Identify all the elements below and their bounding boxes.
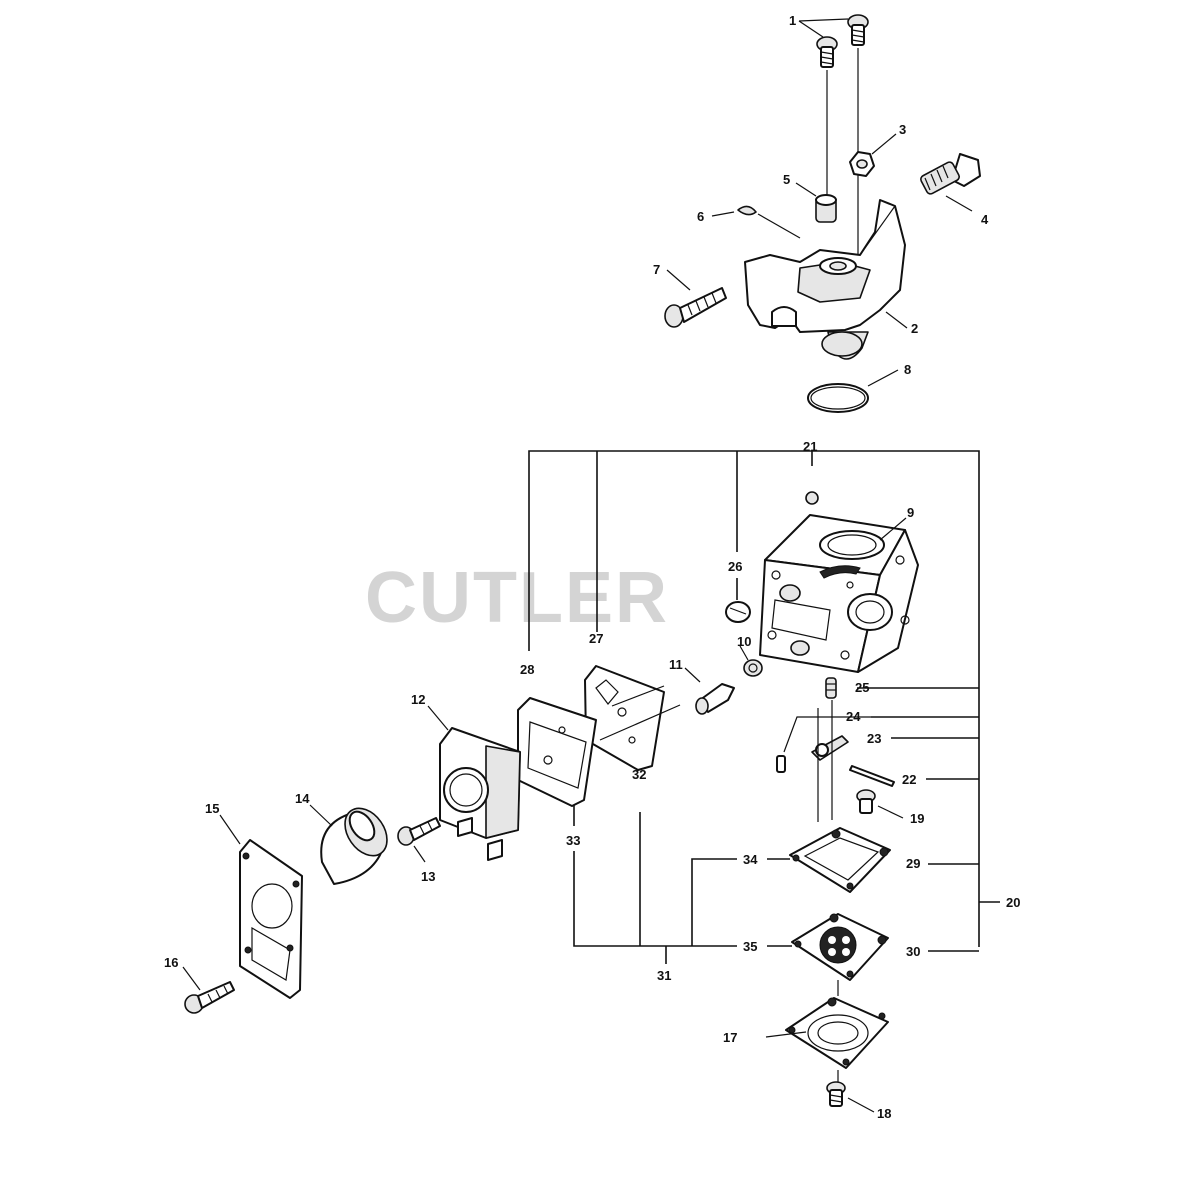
callout-26: 26 — [728, 559, 742, 574]
callout-17: 17 — [723, 1030, 737, 1045]
screws-part-1 — [816, 14, 869, 300]
callout-22: 22 — [902, 772, 916, 787]
callout-10: 10 — [737, 634, 751, 649]
callout-35: 35 — [743, 939, 757, 954]
callout-1: 1 — [789, 13, 796, 28]
knob-part-5 — [815, 194, 837, 223]
callout-29: 29 — [906, 856, 920, 871]
assembly-bracket-lines — [528, 450, 1000, 964]
screw-part-18 — [826, 1081, 846, 1107]
callout-12: 12 — [411, 692, 425, 707]
gasket-part-29 — [789, 827, 891, 893]
diaphragm-part-30 — [791, 913, 889, 981]
callout-9: 9 — [907, 505, 914, 520]
callout-28: 28 — [520, 662, 534, 677]
gasket-part-28 — [517, 697, 597, 807]
gasket-part-27 — [584, 665, 681, 771]
callout-2: 2 — [911, 321, 918, 336]
plug-part-26 — [725, 601, 751, 623]
watermark: CUTLER — [365, 558, 669, 638]
callout-25: 25 — [855, 680, 869, 695]
housing-part-2 — [744, 199, 906, 360]
callout-4: 4 — [981, 212, 989, 227]
fitting-part-11 — [695, 683, 735, 715]
callout-31: 31 — [657, 968, 671, 983]
callout-11: 11 — [669, 657, 683, 672]
pump-housing-part-12 — [439, 727, 521, 861]
oring-part-8 — [807, 383, 869, 413]
callout-19: 19 — [910, 811, 924, 826]
screw-part-7 — [664, 287, 727, 328]
leader-lines — [182, 18, 973, 1113]
cover-part-17 — [785, 980, 889, 1082]
check-ball-part-21 — [805, 491, 819, 505]
callout-8: 8 — [904, 362, 911, 377]
callout-24: 24 — [846, 709, 861, 724]
callout-20: 20 — [1006, 895, 1020, 910]
clip-part-6 — [737, 205, 757, 216]
callout-33: 33 — [566, 833, 580, 848]
adjuster-part-4 — [920, 153, 981, 195]
callout-27: 27 — [589, 631, 603, 646]
primer-bulb-part-14 — [320, 807, 388, 885]
pin-part-24 — [776, 716, 871, 773]
lever-part-23 — [811, 700, 849, 822]
callout-32: 32 — [632, 767, 646, 782]
spring-part-25 — [825, 677, 837, 699]
needle-part-10 — [743, 659, 763, 677]
screw-part-19 — [856, 789, 876, 814]
callout-labels: 1 2 3 4 5 6 7 8 9 10 11 12 13 14 15 16 1… — [164, 13, 1020, 1121]
callout-15: 15 — [205, 801, 219, 816]
callout-6: 6 — [697, 209, 704, 224]
callout-23: 23 — [867, 731, 881, 746]
carburetor-body-part-9 — [759, 514, 919, 673]
callout-30: 30 — [906, 944, 920, 959]
nut-part-3 — [849, 151, 875, 177]
callout-18: 18 — [877, 1106, 891, 1121]
screw-part-16 — [184, 981, 235, 1014]
callout-34: 34 — [743, 852, 758, 867]
callout-16: 16 — [164, 955, 178, 970]
screw-part-13 — [397, 817, 441, 846]
callout-7: 7 — [653, 262, 660, 277]
callout-13: 13 — [421, 869, 435, 884]
callout-21: 21 — [803, 439, 817, 454]
callout-14: 14 — [295, 791, 310, 806]
callout-5: 5 — [783, 172, 790, 187]
callout-3: 3 — [899, 122, 906, 137]
plate-part-15 — [239, 839, 303, 999]
shaft-part-22 — [849, 765, 895, 787]
